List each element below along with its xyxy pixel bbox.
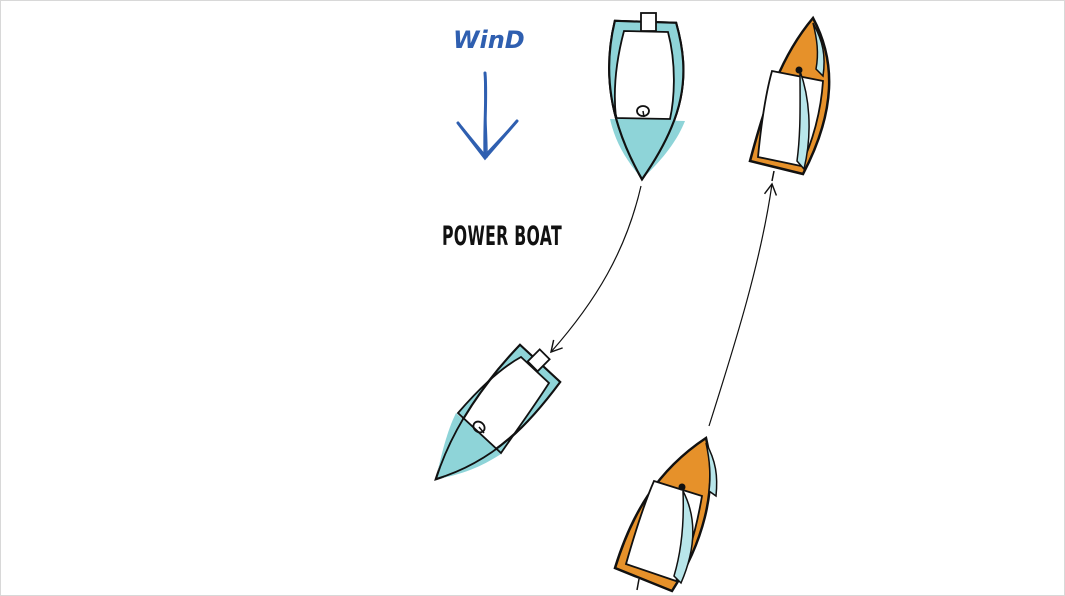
sailboat-icon: [748, 15, 831, 182]
sail-icon: [673, 442, 718, 585]
course-arrow-icon: [708, 182, 778, 427]
wind-arrow-icon: [456, 71, 519, 161]
motor-icon: [526, 348, 551, 373]
motor-icon: [640, 12, 657, 32]
sailboat-icon: [613, 435, 718, 593]
power-boat-icon: [608, 12, 685, 182]
steering-wheel-icon: [636, 105, 650, 118]
wind-label: WinD: [453, 26, 525, 54]
steering-wheel-icon: [472, 420, 486, 434]
sail-icon: [796, 22, 825, 171]
course-arrow-icon: [550, 185, 642, 354]
power-boat-caption: POWER BOAT: [442, 221, 562, 252]
power-boat-icon: [434, 343, 562, 481]
